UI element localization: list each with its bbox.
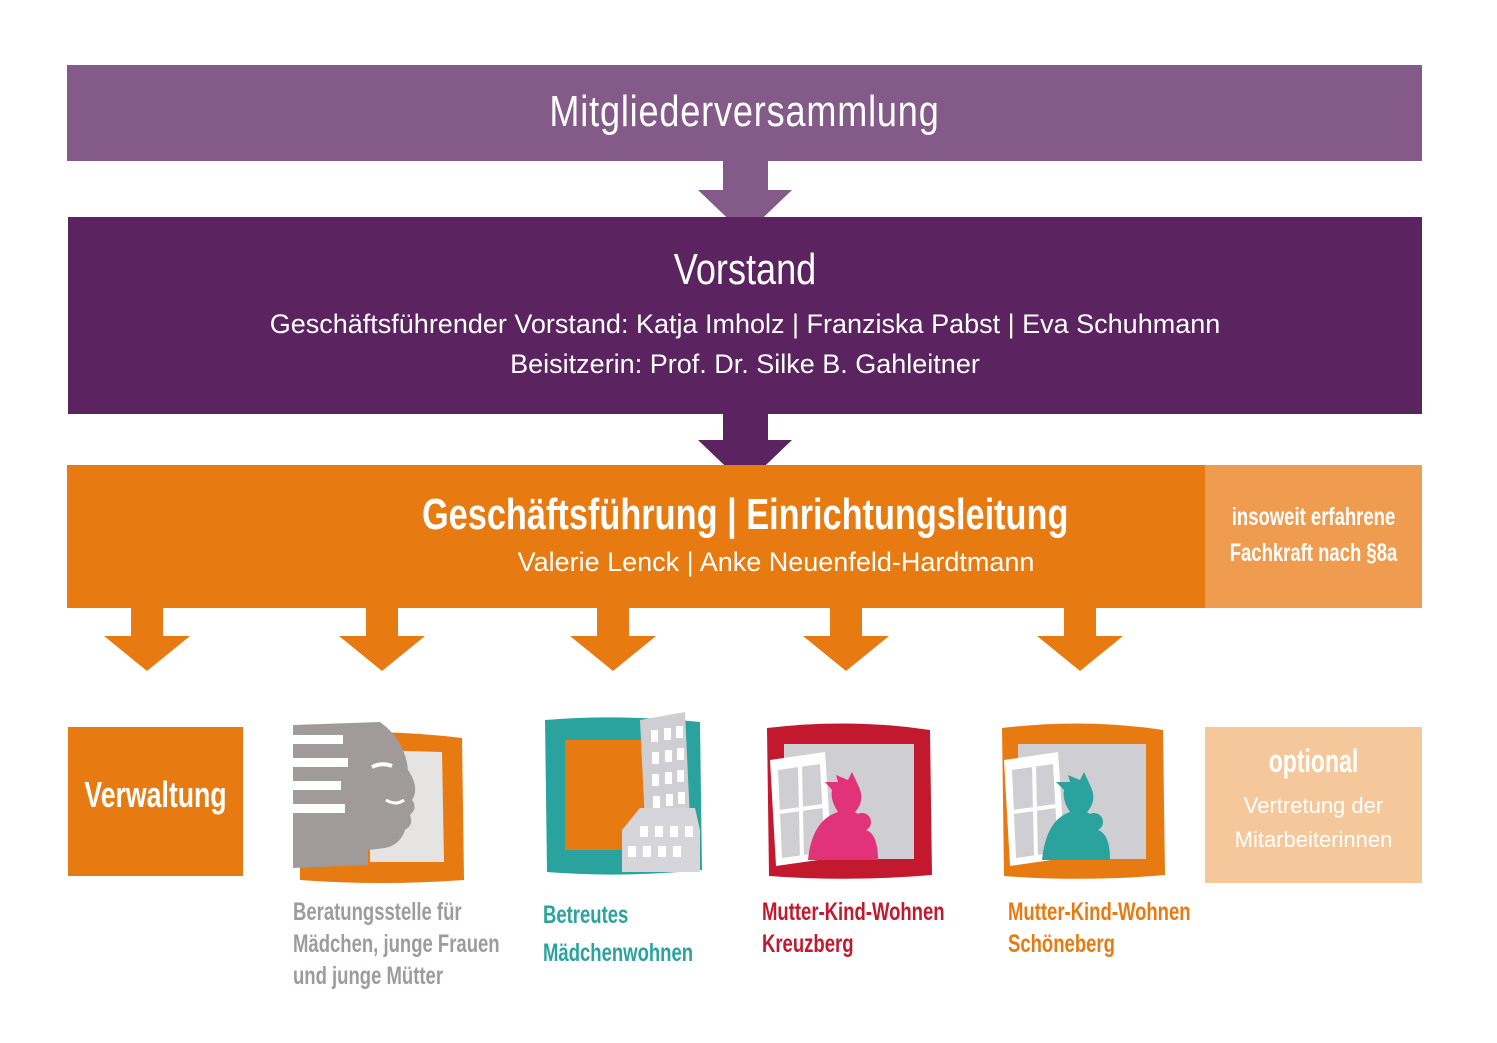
caption-line: und junge Mütter bbox=[293, 962, 444, 990]
arrow-down-icon bbox=[104, 608, 190, 671]
geschaeftsfuehrung-names-text: Valerie Lenck | Anke Neuenfeld-Hardtmann bbox=[517, 547, 1035, 577]
optional-line2: Mitarbeiterinnen bbox=[1234, 827, 1393, 852]
vorstand-box: Vorstand Geschäftsführender Vorstand: Ka… bbox=[68, 217, 1422, 414]
caption-line: Mutter-Kind-Wohnen bbox=[1008, 898, 1191, 926]
caption-line: Schöneberg bbox=[1008, 930, 1115, 958]
mitgliederversammlung-title: Mitgliederversammlung bbox=[549, 87, 940, 136]
geschaeftsfuehrung-names: Valerie Lenck | Anke Neuenfeld-Hardtmann bbox=[67, 547, 1205, 578]
arrow-down-icon bbox=[803, 608, 889, 671]
arrow-down-icon bbox=[1037, 608, 1123, 671]
geschaeftsfuehrung-title-text: Geschäftsführung | Einrichtungsleitung bbox=[421, 490, 1069, 539]
fachkraft-line2: Fachkraft nach §8a bbox=[1229, 539, 1398, 567]
arrow-down-icon bbox=[698, 414, 792, 485]
arrow-down-icon bbox=[339, 608, 425, 671]
caption-line: Mädchen, junge Frauen bbox=[293, 930, 500, 958]
unit-beratungsstelle-label: Beratungsstelle für Mädchen, junge Fraue… bbox=[293, 896, 500, 992]
unit-schoeneberg-label: Mutter-Kind-Wohnen Schöneberg bbox=[1008, 896, 1191, 960]
arrow-down-icon bbox=[698, 161, 792, 235]
vorstand-beisitzerin: Beisitzerin: Prof. Dr. Silke B. Gahleitn… bbox=[510, 349, 980, 379]
optional-box: optional Vertretung der Mitarbeiterinnen bbox=[1205, 727, 1422, 883]
caption-line: Beratungsstelle für bbox=[293, 898, 462, 926]
geschaeftsfuehrung-title: Geschäftsführung | Einrichtungsleitung bbox=[192, 490, 1080, 540]
arrow-down-icon bbox=[570, 608, 656, 671]
vorstand-title: Vorstand bbox=[673, 245, 817, 294]
geschaeftsfuehrung-box: Geschäftsführung | Einrichtungsleitung V… bbox=[67, 465, 1205, 608]
caption-line: Mädchenwohnen bbox=[543, 939, 694, 967]
optional-title: optional bbox=[1268, 743, 1359, 779]
mitgliederversammlung-box: Mitgliederversammlung bbox=[67, 65, 1422, 161]
verwaltung-label: Verwaltung bbox=[84, 774, 227, 815]
caption-line: Kreuzberg bbox=[762, 930, 854, 958]
verwaltung-box: Verwaltung bbox=[68, 727, 243, 876]
caption-line: Betreutes bbox=[543, 901, 629, 929]
caption-line: Mutter-Kind-Wohnen bbox=[762, 898, 945, 926]
fachkraft-line1: insoweit erfahrene bbox=[1231, 503, 1396, 531]
unit-kreuzberg-label: Mutter-Kind-Wohnen Kreuzberg bbox=[762, 896, 945, 960]
optional-line1: Vertretung der bbox=[1243, 793, 1384, 818]
unit-betreutes-label: Betreutes Mädchenwohnen bbox=[543, 896, 693, 972]
fachkraft-box: insoweit erfahrene Fachkraft nach §8a bbox=[1205, 465, 1422, 608]
vorstand-members: Geschäftsführender Vorstand: Katja Imhol… bbox=[269, 309, 1221, 339]
